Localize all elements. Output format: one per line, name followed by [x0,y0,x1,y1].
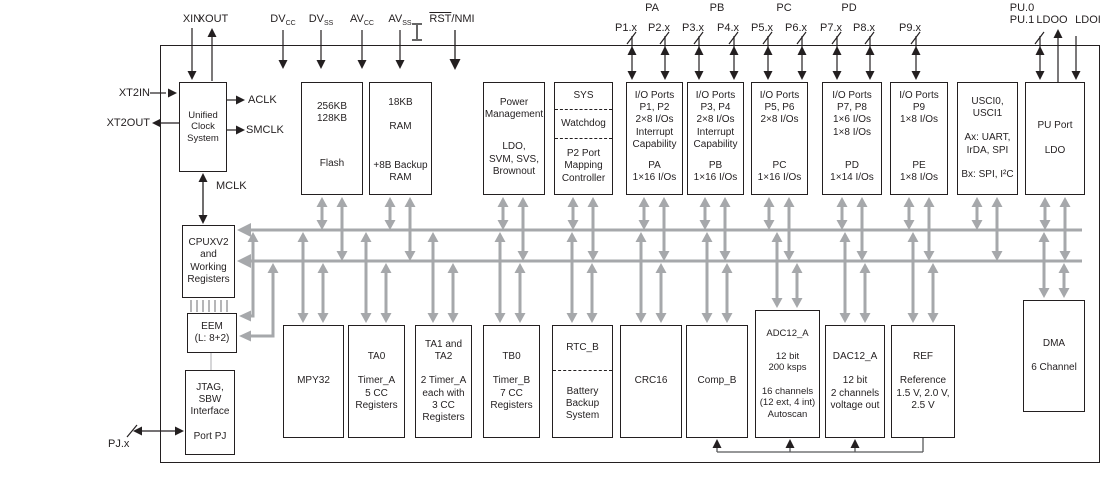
flash-name-label: Flash [319,157,345,169]
pin-label-dvss-base: DV [308,13,324,25]
pin-label-xt2out: XT2OUT [106,117,150,129]
signal-label-smclk: SMCLK [246,124,284,136]
pin-label-p4x: P4.x [716,22,740,34]
pin-label-xt2in: XT2IN [118,87,150,99]
pin-label-pu0: PU.0 [1009,2,1035,14]
flash-size-label: 256KB 128KB [316,101,348,125]
pin-label-ldoi: LDOI [1075,14,1101,26]
block-flash: 256KB 128KB Flash [301,82,363,195]
ram-size-label: 18KB RAM [388,97,413,133]
block-pu-port-ldo: PU Port LDO [1025,82,1085,195]
io-pa-top: I/O Ports P1, P2 2×8 I/Os Interrupt Capa… [632,90,677,150]
pin-label-avcc-sub: CC [363,20,374,28]
pin-label-avcc-base: AV [350,13,364,25]
pin-label-p1x: P1.x [614,22,638,34]
pin-label-xout: XOUT [197,13,229,25]
io-pc-bottom: PC 1×16 I/Os [757,159,802,183]
block-comp-b: Comp_B [686,325,748,438]
block-ta1-ta2: TA1 and TA2 2 Timer_A each with 3 CC Reg… [415,325,472,438]
block-jtag-sbw: JTAG, SBW Interface Port PJ [185,370,235,455]
io-pd-top: I/O Ports P7, P8 1×6 I/Os 1×8 I/Os [832,90,872,138]
block-dma: DMA 6 Channel [1023,300,1085,412]
rtc-label: RTC_B [553,326,612,371]
pin-label-p6x: P6.x [784,22,808,34]
pin-label-p2x: P2.x [647,22,671,34]
signal-label-aclk: ACLK [248,94,277,106]
block-rtc-b: RTC_B Battery Backup System [552,325,613,438]
pin-label-dvcc-sub: CC [285,20,296,28]
pin-label-xin: XIN [182,13,202,25]
ram-backup-label: +8B Backup RAM [373,159,428,183]
pin-label-dvss-sub: SS [323,20,334,28]
block-io-ports-p9: I/O Ports P9 1×8 I/Os PE 1×8 I/Os [890,82,948,195]
pin-label-p5x: P5.x [750,22,774,34]
block-adc12: ADC12_A 12 bit 200 ksps 16 channels (12 … [755,310,820,438]
block-unified-clock-system: Unified Clock System [179,82,227,172]
block-io-ports-p3-p4: I/O Ports P3, P4 2×8 I/Os Interrupt Capa… [687,82,744,195]
io-pe-bottom: PE 1×8 I/Os [899,159,939,183]
block-mpy32: MPY32 [283,325,344,438]
pin-label-p3x: P3.x [681,22,705,34]
pin-label-rst: RST [429,13,452,25]
block-power-management: Power Management LDO, SVM, SVS, Brownout [483,82,545,195]
sys-label: SYS [555,83,612,110]
port-mapping-label: P2 Port Mapping Controller [561,148,606,184]
io-pd-bottom: PD 1×14 I/Os [830,159,874,183]
port-group-label-pb: PB [709,2,725,14]
battery-backup-label: Battery Backup System [565,385,600,422]
pin-label-dvss: DVSS [309,13,334,27]
block-dac12: DAC12_A 12 bit 2 channels voltage out [825,325,885,438]
pin-label-avss-sub: SS [402,20,412,28]
pin-label-rst-nmi: RST/NMI [429,13,474,25]
block-io-ports-p7-p8: I/O Ports P7, P8 1×6 I/Os 1×8 I/Os PD 1×… [822,82,882,195]
pin-label-dvcc-base: DV [270,13,286,25]
signal-label-mclk: MCLK [216,180,247,192]
block-io-ports-p1-p2: I/O Ports P1, P2 2×8 I/Os Interrupt Capa… [626,82,683,195]
block-tb0: TB0 Timer_B 7 CC Registers [483,325,540,438]
block-crc16: CRC16 [620,325,682,438]
power-management-detail: LDO, SVM, SVS, Brownout [488,141,539,177]
block-ram: 18KB RAM +8B Backup RAM [369,82,432,195]
io-pa-bottom: PA 1×16 I/Os [632,159,677,183]
block-usci: USCI0, USCI1 Ax: UART, IrDA, SPI Bx: SPI… [957,82,1018,195]
pin-label-p9x: P9.x [898,22,922,34]
port-group-label-pd: PD [841,2,857,14]
pin-label-avss-base: AV [388,13,403,25]
power-management-name: Power Management [484,97,544,121]
pin-label-p8x: P8.x [852,22,876,34]
block-ref: REF Reference 1.5 V, 2.0 V, 2.5 V [891,325,955,438]
block-cpu: CPUXV2 and Working Registers [182,225,235,298]
block-sys: SYS Watchdog P2 Port Mapping Controller [554,82,613,195]
io-pc-top: I/O Ports P5, P6 2×8 I/Os [759,90,800,126]
io-pe-top: I/O Ports P9 1×8 I/Os [899,90,939,126]
pin-label-avss: AVSS [388,13,411,27]
io-pb-bottom: PB 1×16 I/Os [693,159,738,183]
port-group-label-pa: PA [645,2,659,14]
pin-label-pu1: PU.1 [1009,14,1035,26]
pin-label-pjx: PJ.x [108,438,130,450]
block-io-ports-p5-p6: I/O Ports P5, P6 2×8 I/Os PC 1×16 I/Os [751,82,808,195]
pin-label-ldoo: LDOO [1036,14,1068,26]
io-pb-top: I/O Ports P3, P4 2×8 I/Os Interrupt Capa… [693,90,738,150]
pin-label-nmi: /NMI [451,13,475,25]
block-ta0: TA0 Timer_A 5 CC Registers [348,325,405,438]
block-eem: EEM (L: 8+2) [187,313,237,353]
pin-label-avcc: AVCC [350,13,374,27]
watchdog-label: Watchdog [555,110,612,139]
port-group-label-pc: PC [776,2,792,14]
pin-label-p7x: P7.x [819,22,843,34]
pin-label-dvcc: DVCC [270,13,295,27]
